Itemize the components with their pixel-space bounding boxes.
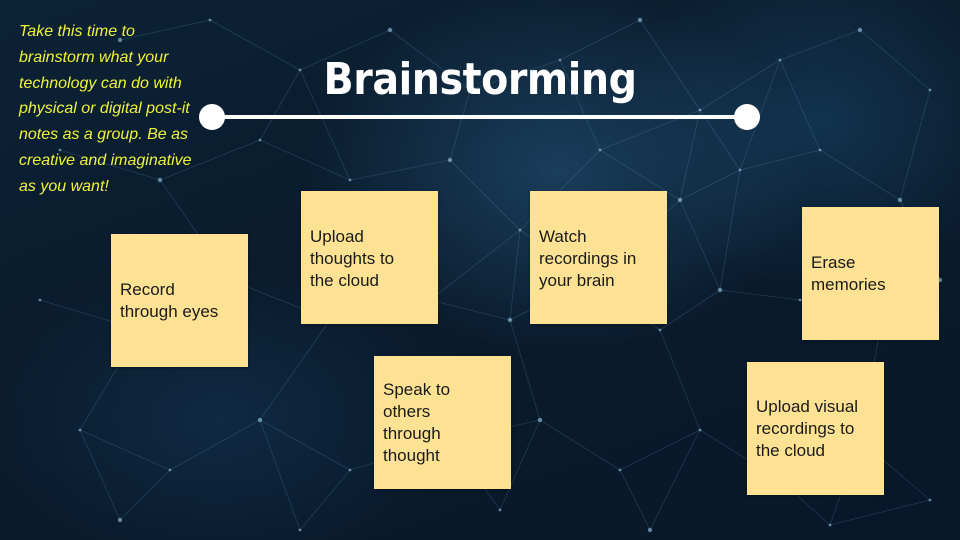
underline-right-dot <box>734 104 760 130</box>
slide-title: Brainstorming <box>323 54 637 105</box>
sticky-note-upload-visual-recordings[interactable]: Upload visual recordings to the cloud <box>747 362 884 495</box>
sticky-note-watch-recordings[interactable]: Watch recordings in your brain <box>530 191 667 324</box>
sticky-note-speak-through-thought[interactable]: Speak to others through thought <box>374 356 511 489</box>
sticky-note-record-through-eyes[interactable]: Record through eyes <box>111 234 248 367</box>
instructions-text: Take this time to brainstorm what your t… <box>19 23 192 195</box>
sticky-note-upload-thoughts[interactable]: Upload thoughts to the cloud <box>301 191 438 324</box>
underline-left-dot <box>199 104 225 130</box>
title-underline <box>224 115 748 119</box>
sticky-note-erase-memories[interactable]: Erase memories <box>802 207 939 340</box>
